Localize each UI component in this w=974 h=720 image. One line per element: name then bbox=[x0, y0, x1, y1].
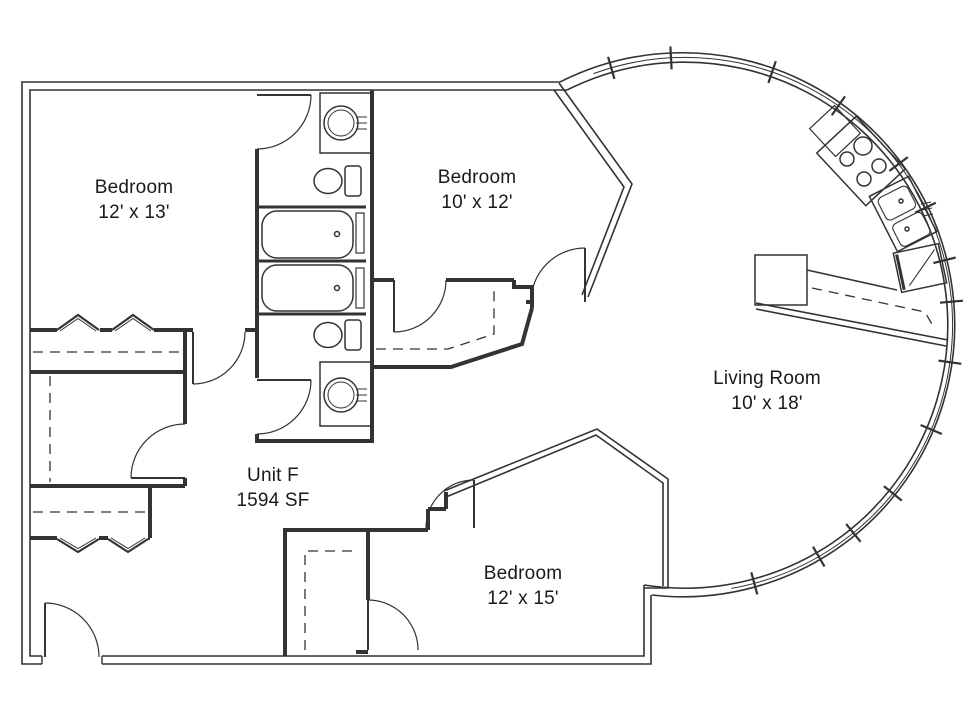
unit-label: Unit F 1594 SF bbox=[236, 463, 309, 513]
entry-door bbox=[44, 602, 100, 658]
room-dimensions: 10' x 18' bbox=[731, 393, 803, 414]
room-label-bedroom-3: Bedroom 12' x 15' bbox=[484, 561, 563, 611]
plumbing-chase bbox=[355, 212, 365, 254]
kitchen-fixtures bbox=[754, 104, 948, 306]
bathroom-alcove-walls bbox=[257, 205, 366, 316]
bath2-door bbox=[256, 379, 312, 435]
doors bbox=[44, 94, 586, 658]
unit-name: Unit F bbox=[247, 464, 299, 486]
bedroom1-door bbox=[192, 331, 246, 385]
bifold-closet-doors bbox=[56, 313, 155, 554]
room-label-living-room: Living Room 10' x 18' bbox=[713, 366, 821, 416]
toilet-1-icon bbox=[313, 165, 362, 197]
curved-window-wall bbox=[559, 46, 963, 598]
overhead-cabinet-dashed-line bbox=[811, 287, 934, 327]
bathroom-fixtures bbox=[261, 92, 373, 427]
closet-rod-lines bbox=[33, 287, 934, 650]
room-dimensions: 10' x 12' bbox=[441, 192, 513, 213]
bedroom2-closet-door bbox=[393, 279, 447, 333]
bathtub-1-icon bbox=[261, 210, 354, 259]
room-dimensions: 12' x 15' bbox=[487, 588, 559, 609]
bedroom2-door bbox=[530, 247, 586, 303]
vanity-sink-2-icon bbox=[319, 361, 373, 427]
counter-island bbox=[754, 254, 808, 306]
bar-counter-edge bbox=[806, 269, 898, 291]
room-label-bedroom-1: Bedroom 12' x 13' bbox=[95, 175, 174, 225]
vanity-sink-1-icon bbox=[319, 92, 373, 154]
toilet-2-icon bbox=[313, 319, 362, 351]
den-door bbox=[130, 423, 186, 479]
room-name: Bedroom bbox=[94, 176, 174, 198]
bath1-door bbox=[256, 94, 312, 150]
bedroom3-closet-door bbox=[367, 599, 419, 651]
bathtub-2-icon bbox=[261, 264, 354, 312]
room-name: Living Room bbox=[713, 367, 821, 389]
room-name: Bedroom bbox=[437, 166, 517, 188]
plumbing-chase bbox=[355, 267, 365, 309]
bedroom3-door bbox=[425, 479, 475, 529]
room-label-bedroom-2: Bedroom 10' x 12' bbox=[438, 165, 517, 215]
kitchen-sink-icon bbox=[868, 175, 938, 253]
refrigerator-icon bbox=[892, 242, 948, 294]
unit-area: 1594 SF bbox=[236, 490, 310, 511]
room-dimensions: 12' x 13' bbox=[98, 202, 170, 223]
room-name: Bedroom bbox=[483, 562, 563, 584]
window-mullion-ticks bbox=[607, 46, 963, 595]
angled-walls bbox=[443, 82, 949, 589]
